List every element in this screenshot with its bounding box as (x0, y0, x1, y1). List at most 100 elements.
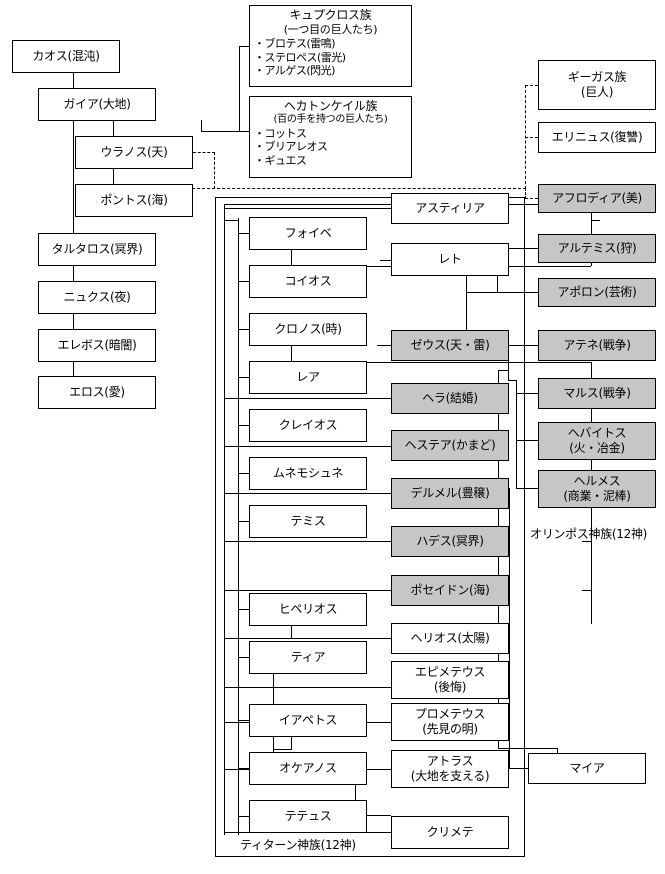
node-theia[interactable]: ティア (249, 641, 367, 674)
connector (224, 687, 391, 688)
connector (224, 220, 238, 221)
node-mnemosyne[interactable]: ムネモシュネ (249, 457, 367, 490)
connector (239, 46, 250, 47)
node-uranus[interactable]: ウラノス(天) (75, 136, 193, 169)
connector (238, 218, 239, 835)
connector (224, 446, 391, 447)
node-demeter[interactable]: デルメル(豊穣) (391, 478, 509, 509)
node-erebus[interactable]: エレボス(暗闇) (38, 329, 156, 362)
node-helios[interactable]: ヘリオス(太陽) (391, 623, 509, 654)
node-label: エピメテウス (後悔) (414, 665, 486, 694)
node-ares[interactable]: マルス(戦争) (538, 378, 656, 409)
node-phoebe[interactable]: フォイベ (249, 217, 367, 250)
node-asteria[interactable]: アスティリア (391, 193, 509, 224)
node-sublabel: (一つ目の巨人たち) (283, 23, 378, 36)
node-hyperion[interactable]: ヒペリオス (249, 593, 367, 626)
node-clymene[interactable]: クリメテ (391, 816, 509, 849)
node-label: エレボス(暗闇) (57, 338, 137, 352)
node-label: レト (438, 252, 462, 266)
node-oceanus[interactable]: オケアノス (249, 752, 367, 785)
connector-dashed (525, 188, 526, 199)
connector (238, 425, 249, 426)
node-hestia[interactable]: ヘステア(かまど) (391, 430, 509, 461)
node-label: アスティリア (415, 201, 485, 215)
node-aphrodite[interactable]: アフロディア(美) (538, 184, 656, 213)
node-atlas[interactable]: アトラス (大地を支える) (391, 750, 509, 788)
connector-dashed (525, 85, 538, 86)
connector (201, 131, 249, 132)
node-nyx[interactable]: ニュクス(夜) (38, 281, 156, 314)
node-iapetus[interactable]: イアペトス (249, 704, 367, 737)
node-pontus[interactable]: ポントス(海) (75, 184, 193, 217)
connector (238, 768, 249, 769)
node-label: カオス(混沌) (32, 49, 100, 63)
node-poseidon[interactable]: ポセイドン(海) (391, 575, 509, 606)
connector (224, 493, 391, 494)
connector-dashed (525, 137, 538, 138)
node-eros[interactable]: エロス(愛) (38, 376, 156, 409)
node-prometheus[interactable]: プロメテウス (先見の明) (391, 703, 509, 741)
node-hera[interactable]: ヘラ(結婚) (391, 383, 509, 414)
connector (224, 590, 391, 591)
node-label: アテネ(戦争) (563, 338, 631, 352)
connector-dashed (192, 188, 526, 189)
list-item: ・ギュエス (254, 154, 307, 167)
node-themis[interactable]: テミス (249, 505, 367, 538)
node-label: ニュクス(夜) (63, 290, 131, 304)
connector (380, 345, 391, 346)
node-zeus[interactable]: ゼウス(天・雷) (391, 330, 509, 361)
node-label: オケアノス (279, 761, 337, 775)
connector (224, 541, 391, 542)
node-label: アルテミス(狩) (557, 241, 637, 255)
node-label: マイア (569, 761, 605, 775)
node-label: プロメテウス (先見の明) (414, 707, 486, 736)
node-label: ヘルメス (商業・泥棒) (563, 474, 631, 503)
connector (508, 361, 509, 381)
node-athena[interactable]: アテネ(戦争) (538, 330, 656, 361)
node-erinyes[interactable]: エリニュス(復讐) (538, 122, 656, 153)
node-label: ムネモシュネ (272, 466, 344, 480)
connector (582, 590, 591, 591)
connector (516, 453, 517, 488)
list-item: ・コットス (254, 126, 307, 140)
node-gaia[interactable]: ガイア(大地) (38, 88, 156, 121)
connector (291, 250, 292, 267)
node-hecatoncheires[interactable]: ヘカトンケイル族 (百の手を持つの巨人たち) ・コットス ・ブリアレオス ・ギュ… (249, 96, 412, 178)
node-label: アポロン(芸術) (557, 285, 637, 299)
node-epimetheus[interactable]: エピメテウス (後悔) (391, 661, 509, 699)
connector (497, 248, 539, 249)
node-label: マルス(戦争) (563, 386, 631, 400)
node-hephaestus[interactable]: ヘバイトス (火・冶金) (538, 422, 656, 460)
connector (508, 380, 517, 381)
node-crius[interactable]: クレイオス (249, 409, 367, 442)
node-coeus[interactable]: コイオス (249, 265, 367, 298)
node-cyclopes[interactable]: キュプクロス族 (一つ目の巨人たち) ・ブロテス(雷鳴) ・ステロペス(雷光) … (249, 5, 412, 87)
connector (238, 657, 249, 658)
node-cronus[interactable]: クロノス(時) (249, 313, 367, 346)
connector (498, 748, 558, 749)
connector (291, 737, 292, 750)
node-sublabel: (百の手を持つの巨人たち) (273, 114, 388, 125)
node-maia[interactable]: マイア (528, 753, 646, 784)
node-tartarus[interactable]: タルタロス(冥界) (38, 233, 156, 266)
node-label: タルタロス(冥界) (51, 242, 143, 256)
connector (516, 488, 539, 489)
node-artemis[interactable]: アルテミス(狩) (538, 234, 656, 263)
node-hades[interactable]: ハデス(冥界) (391, 526, 509, 557)
list-item: ・ブロテス(雷鳴) (254, 36, 336, 50)
node-leto[interactable]: レト (391, 243, 509, 276)
node-hermes[interactable]: ヘルメス (商業・泥棒) (538, 470, 656, 508)
label-olympian-group: オリンポス神族(12神) (530, 527, 648, 541)
node-rhea[interactable]: レア (249, 361, 367, 394)
node-tethys[interactable]: テテュス (249, 800, 367, 833)
connector-dashed (525, 198, 538, 199)
connector (516, 393, 539, 394)
node-chaos[interactable]: カオス(混沌) (12, 40, 120, 73)
list-item: ・アルゲス(閃光) (254, 64, 335, 78)
connector (557, 748, 558, 756)
connector (516, 440, 539, 441)
connector (273, 749, 291, 750)
node-apollo[interactable]: アポロン(芸術) (538, 278, 656, 307)
node-gigas[interactable]: ギーガス族 (巨人) (538, 60, 656, 110)
connector (291, 626, 292, 639)
